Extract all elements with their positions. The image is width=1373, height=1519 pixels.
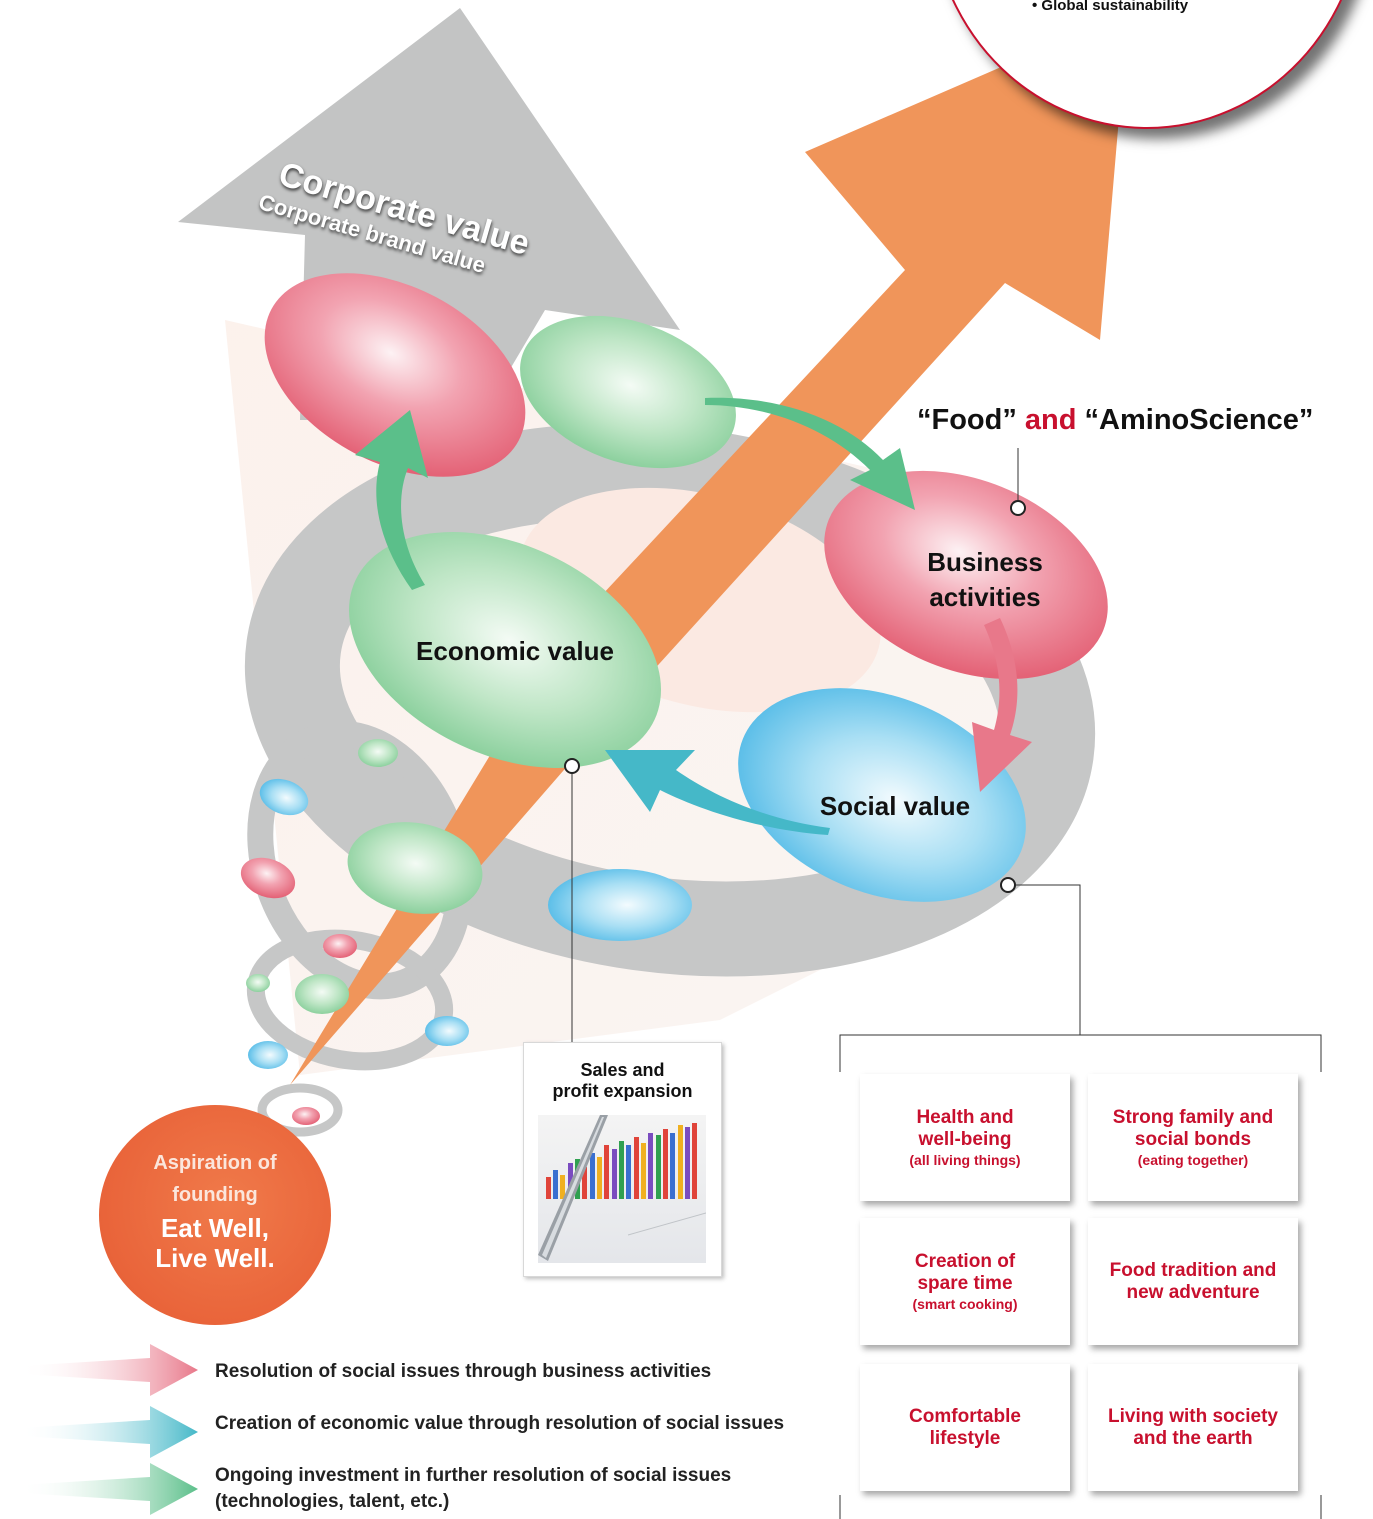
social-item-living-with-earth: Living with society and the earth <box>1088 1364 1298 1491</box>
social-item-family-bonds: Strong family and social bonds (eating t… <box>1088 1074 1298 1201</box>
legend-arrow-green <box>20 1463 198 1515</box>
business-activities-label: Business activities <box>900 545 1070 615</box>
social-item-food-tradition: Food tradition and new adventure <box>1088 1218 1298 1345</box>
family-line-1: Strong family and <box>1112 1106 1274 1128</box>
health-sub: (all living things) <box>909 1151 1021 1168</box>
business-activities-line-1: Business <box>927 547 1043 577</box>
legend-item-green: Ongoing investment in further resolution… <box>215 1463 731 1515</box>
family-line-2: social bonds <box>1134 1128 1252 1150</box>
aspiration-line-3: Eat Well, <box>161 1213 269 1243</box>
legend-green-text-2: (technologies, talent, etc.) <box>215 1491 450 1512</box>
connector-dot-economic <box>564 758 580 774</box>
small-blue-ellipse-1 <box>259 778 309 816</box>
small-pink-ellipse-3 <box>292 1107 320 1125</box>
gray-swirl-small-3 <box>257 1083 343 1137</box>
health-line-1: Health and <box>916 1106 1014 1128</box>
social-item-comfortable-lifestyle: Comfortable lifestyle <box>860 1364 1070 1491</box>
social-value-label: Social value <box>819 791 971 821</box>
growth-arrow <box>290 12 1128 1085</box>
small-pink-ellipse-2 <box>323 934 357 958</box>
legend-arrow-teal <box>20 1406 198 1458</box>
pink-arrow-right <box>972 618 1032 792</box>
legend-teal-text: Creation of economic value through resol… <box>215 1413 785 1434</box>
legend-green-text-1: Ongoing investment in further resolution… <box>215 1465 732 1486</box>
spare-time-line-1: Creation of <box>914 1250 1016 1272</box>
spare-time-sub: (smart cooking) <box>912 1295 1018 1312</box>
lifestyle-line-2: lifestyle <box>929 1427 1001 1449</box>
top-pink-ellipse <box>264 273 526 477</box>
legend-item-pink: Resolution of social issues through busi… <box>215 1359 711 1385</box>
aminoscience-text: “AminoScience” <box>1084 404 1314 436</box>
small-blue-ellipse-2 <box>548 869 692 941</box>
aspiration-line-4: Live Well. <box>155 1243 275 1273</box>
green-arrow-top <box>705 397 915 510</box>
lifestyle-line-1: Comfortable <box>909 1405 1021 1427</box>
sales-card-line-2: profit expansion <box>552 1081 693 1101</box>
aspiration-line-2: founding <box>172 1184 258 1206</box>
and-text: and <box>1024 404 1077 436</box>
small-green-ellipse-4 <box>295 974 349 1014</box>
social-value-ellipse <box>738 688 1026 902</box>
connector-social <box>1015 884 1081 1035</box>
sales-profit-card: Sales and profit expansion <box>523 1042 722 1277</box>
earth-line-1: Living with society <box>1108 1405 1278 1427</box>
economic-value-ellipse <box>349 532 661 768</box>
social-item-spare-time: Creation of spare time (smart cooking) <box>860 1218 1070 1345</box>
economic-value-label: Economic value <box>416 636 614 666</box>
food-text: “Food” <box>917 404 1017 436</box>
top-green-ellipse <box>520 315 736 469</box>
bar-chart-pen-photo <box>538 1115 706 1263</box>
business-activities-line-2: activities <box>929 582 1041 612</box>
connector-dot-social <box>1000 877 1016 893</box>
earth-line-2: and the earth <box>1133 1427 1253 1449</box>
food-aminoscience-heading: “Food” and “AminoScience” <box>917 404 1313 437</box>
small-pink-ellipse-1 <box>240 857 296 899</box>
green-arrow-left <box>355 410 428 590</box>
teal-arrow-bottom <box>605 750 830 835</box>
tradition-line-2: new adventure <box>1126 1281 1260 1303</box>
sales-card-line-1: Sales and <box>580 1060 665 1080</box>
small-blue-ellipse-3 <box>425 1016 469 1046</box>
aspiration-line-1: Aspiration of <box>153 1152 277 1174</box>
social-item-health: Health and well-being (all living things… <box>860 1074 1070 1201</box>
health-line-2: well-being <box>918 1128 1012 1150</box>
family-sub: (eating together) <box>1137 1151 1249 1168</box>
aspiration-of-founding-circle: Aspiration of founding Eat Well, Live We… <box>99 1105 331 1325</box>
small-blue-ellipse-4 <box>248 1041 288 1069</box>
global-sustainability-text: • Global sustainability <box>1032 0 1189 14</box>
legend-pink-text: Resolution of social issues through busi… <box>215 1361 712 1382</box>
legend-arrow-pink <box>20 1344 198 1396</box>
legend-item-teal: Creation of economic value through resol… <box>215 1411 784 1437</box>
bracket-social-items <box>839 1034 1322 1072</box>
small-green-ellipse-2 <box>347 822 483 914</box>
connector-dot-business <box>1010 500 1026 516</box>
spare-time-line-2: spare time <box>917 1272 1013 1294</box>
business-activities-ellipse <box>824 470 1108 680</box>
small-green-ellipse-3 <box>246 974 270 992</box>
small-green-ellipse-1 <box>358 739 398 767</box>
tradition-line-1: Food tradition and <box>1109 1259 1277 1281</box>
